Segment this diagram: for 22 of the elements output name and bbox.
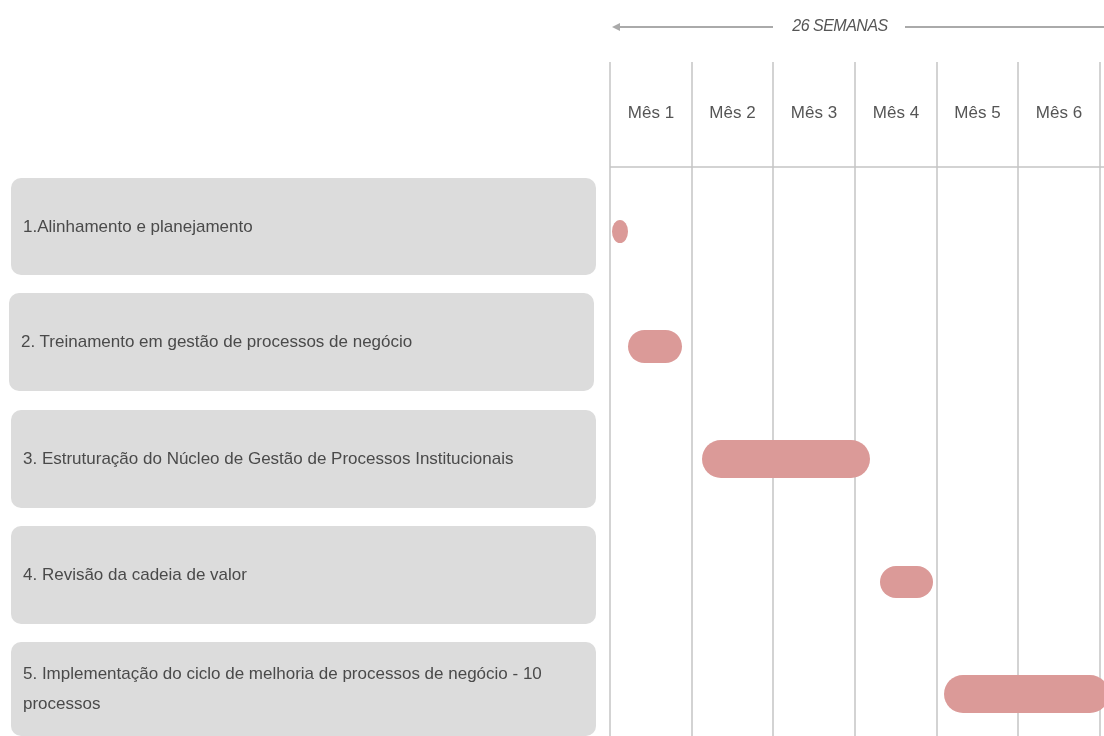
task-box (11, 178, 596, 275)
task-label: 5. Implementação do ciclo de melhoria de processos de negócio - 10 processos (23, 663, 543, 715)
month-header: Mês 6 (1034, 103, 1084, 123)
month-header: Mês 3 (789, 103, 839, 123)
task-label: 4. Revisão da cadeia de valor (23, 564, 247, 587)
month-header: Mês 4 (871, 103, 921, 123)
task-box (11, 526, 596, 624)
month-header: Mês 1 (626, 103, 676, 123)
month-header: Mês 5 (953, 103, 1002, 123)
gantt-bar (702, 440, 870, 478)
month-header: Mês 2 (708, 103, 757, 123)
task-label: 1.Alinhamento e planejamento (23, 215, 253, 238)
task-label: 3. Estruturação do Núcleo de Gestão de Processos Institucionais (23, 448, 514, 471)
gantt-bar (628, 330, 682, 363)
duration-label: 26 SEMANAS (791, 17, 889, 35)
milestone-dot (612, 220, 628, 243)
gantt-bar (944, 675, 1104, 713)
task-box (11, 410, 596, 508)
task-box (9, 293, 594, 391)
gantt-bar (880, 566, 933, 598)
task-box (11, 642, 596, 736)
task-label: 2. Treinamento em gestão de processos de negócio (21, 331, 413, 354)
